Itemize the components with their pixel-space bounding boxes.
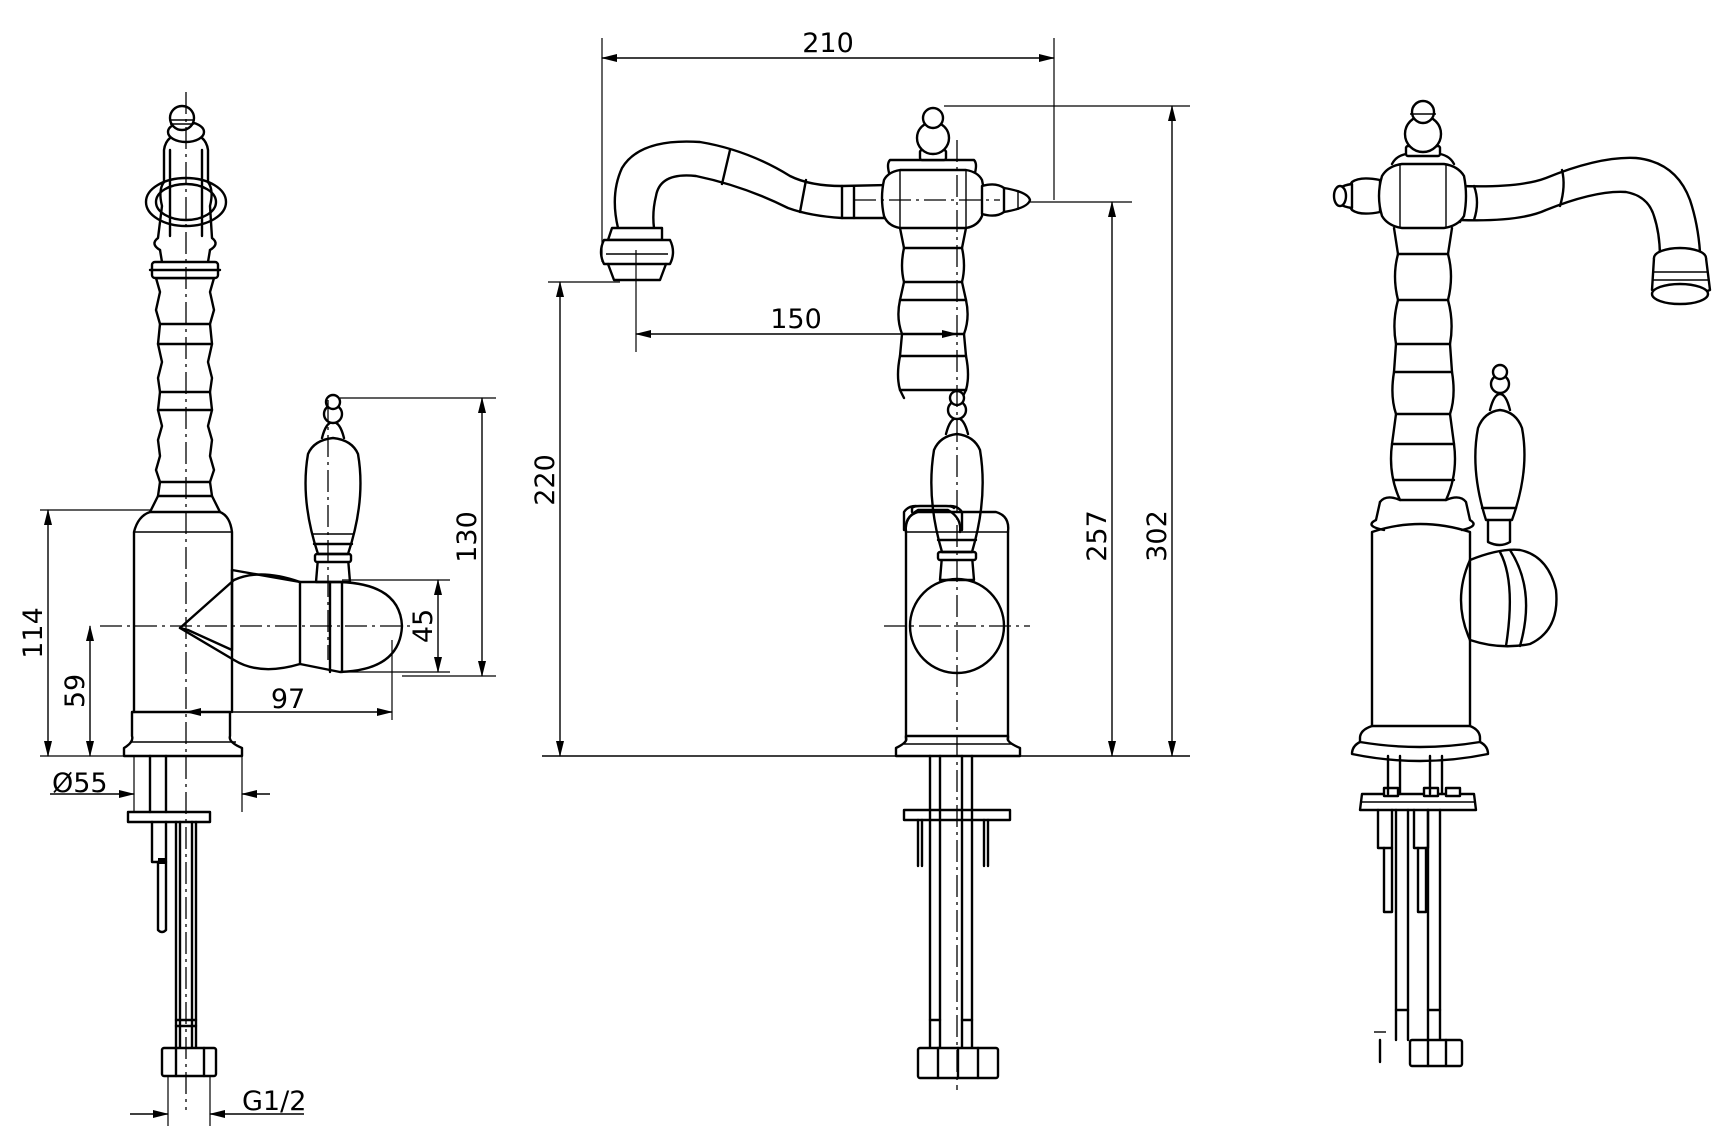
dim-diameter-label: Ø55 [52, 768, 108, 799]
dim-220-label: 220 [530, 454, 561, 506]
dim-210-label: 210 [802, 28, 854, 59]
dim-150-label: 150 [770, 304, 822, 335]
dim-114-label: 114 [18, 607, 49, 659]
side-view-dimensions: 114 59 Ø55 97 45 130 G1/2 [18, 397, 496, 1126]
dim-97-label: 97 [271, 684, 305, 715]
dim-45-label: 45 [408, 609, 439, 643]
dim-302-label: 302 [1142, 510, 1173, 562]
dim-257-label: 257 [1082, 510, 1113, 562]
front-view [599, 106, 1032, 1090]
dim-130-label: 130 [452, 511, 483, 563]
dim-thread-label: G1/2 [242, 1086, 306, 1117]
dim-59-label: 59 [60, 674, 91, 708]
side-view [100, 92, 410, 1110]
perspective-view [1332, 99, 1712, 1068]
front-view-dimensions: 210 150 220 257 302 [530, 28, 1190, 757]
